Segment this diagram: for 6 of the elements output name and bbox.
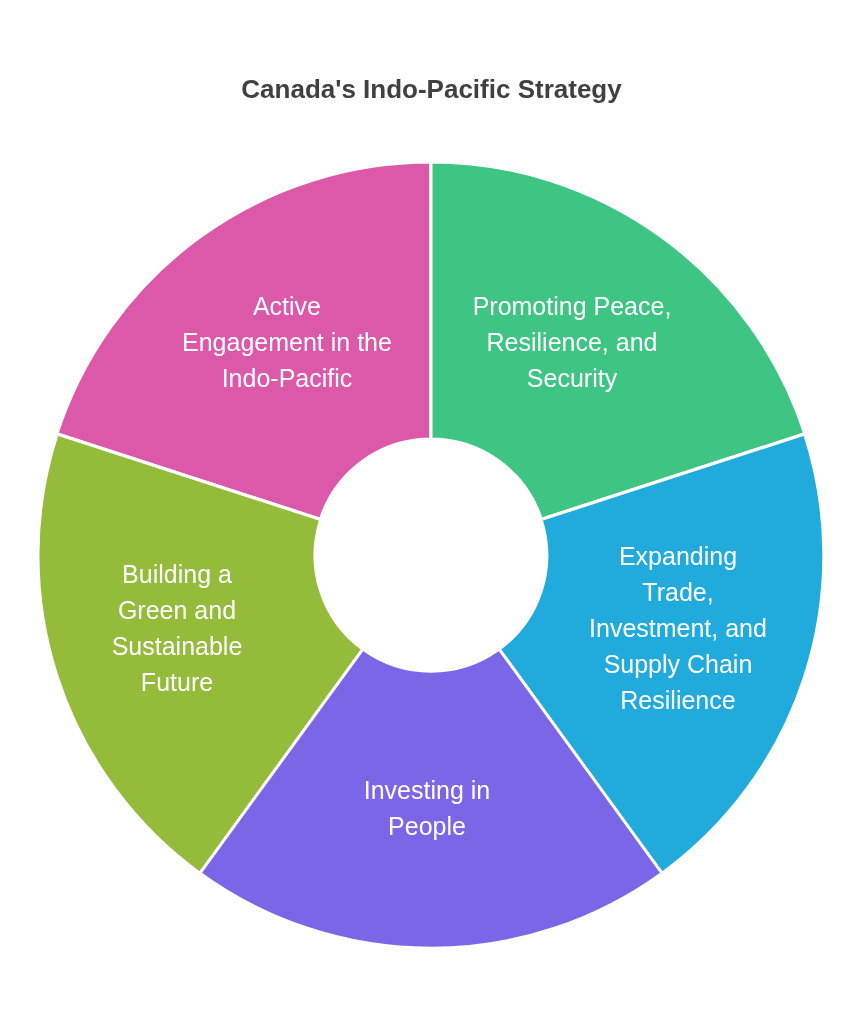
segment-label: Building a Green and Sustainable Future — [110, 559, 244, 698]
segment-label: Active Engagement in the Indo-Pacific — [182, 291, 392, 394]
diagram-title: Canada's Indo-Pacific Strategy — [241, 74, 622, 105]
segment-label: Expanding Trade, Investment, and Supply Chain Resilience — [588, 541, 768, 716]
segment-label: Investing in People — [362, 775, 492, 842]
segment-label: Promoting Peace, Resilience, and Security — [472, 291, 672, 394]
